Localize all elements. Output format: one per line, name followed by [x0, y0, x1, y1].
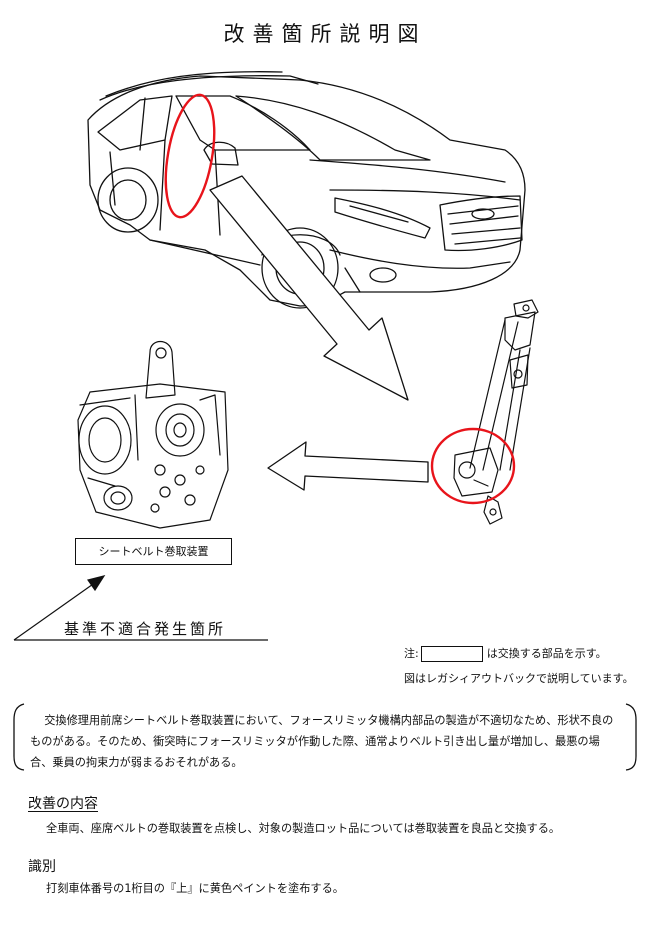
part-label: シートベルト巻取装置 — [75, 538, 232, 565]
legend-box — [420, 646, 483, 662]
seatbelt-assembly — [453, 299, 539, 525]
identification-heading: 識別 — [28, 859, 56, 875]
improvement-text: 全車両、座席ベルトの巻取装置を点検し、対象の製造ロット品については巻取装置を良品… — [46, 822, 561, 835]
issue-description-text: 交換修理用前席シートベルト巻取装置において、フォースリミッタ機構内部品の製造が不… — [30, 714, 614, 769]
identification-text: 打刻車体番号の1桁目の『上』に黄色ペイントを塗布する。 — [46, 882, 344, 895]
issue-bracket — [13, 703, 637, 771]
highlight-circle-retractor — [430, 427, 516, 505]
arrow-to-retractor — [267, 441, 429, 491]
page-title: 改善箇所説明図 — [223, 22, 427, 46]
car-illustration — [87, 71, 526, 309]
retractor-detail — [77, 340, 229, 529]
improvement-heading: 改善の内容 — [28, 796, 98, 812]
note-legend-text: は交換する部品を示す。 — [486, 647, 607, 660]
note-legend: 注: は交換する部品を示す。 — [404, 645, 607, 662]
pointer-to-part-label — [13, 575, 268, 641]
note-prefix: 注: — [404, 647, 419, 660]
arrow-to-seatbelt — [209, 175, 409, 401]
note-model: 図はレガシィアウトバックで説明しています。 — [404, 672, 634, 685]
issue-description: 交換修理用前席シートベルト巻取装置において、フォースリミッタ機構内部品の製造が不… — [30, 710, 620, 773]
defect-location-label: 基準不適合発生箇所 — [64, 620, 227, 638]
highlight-circle-pillar — [164, 93, 216, 219]
